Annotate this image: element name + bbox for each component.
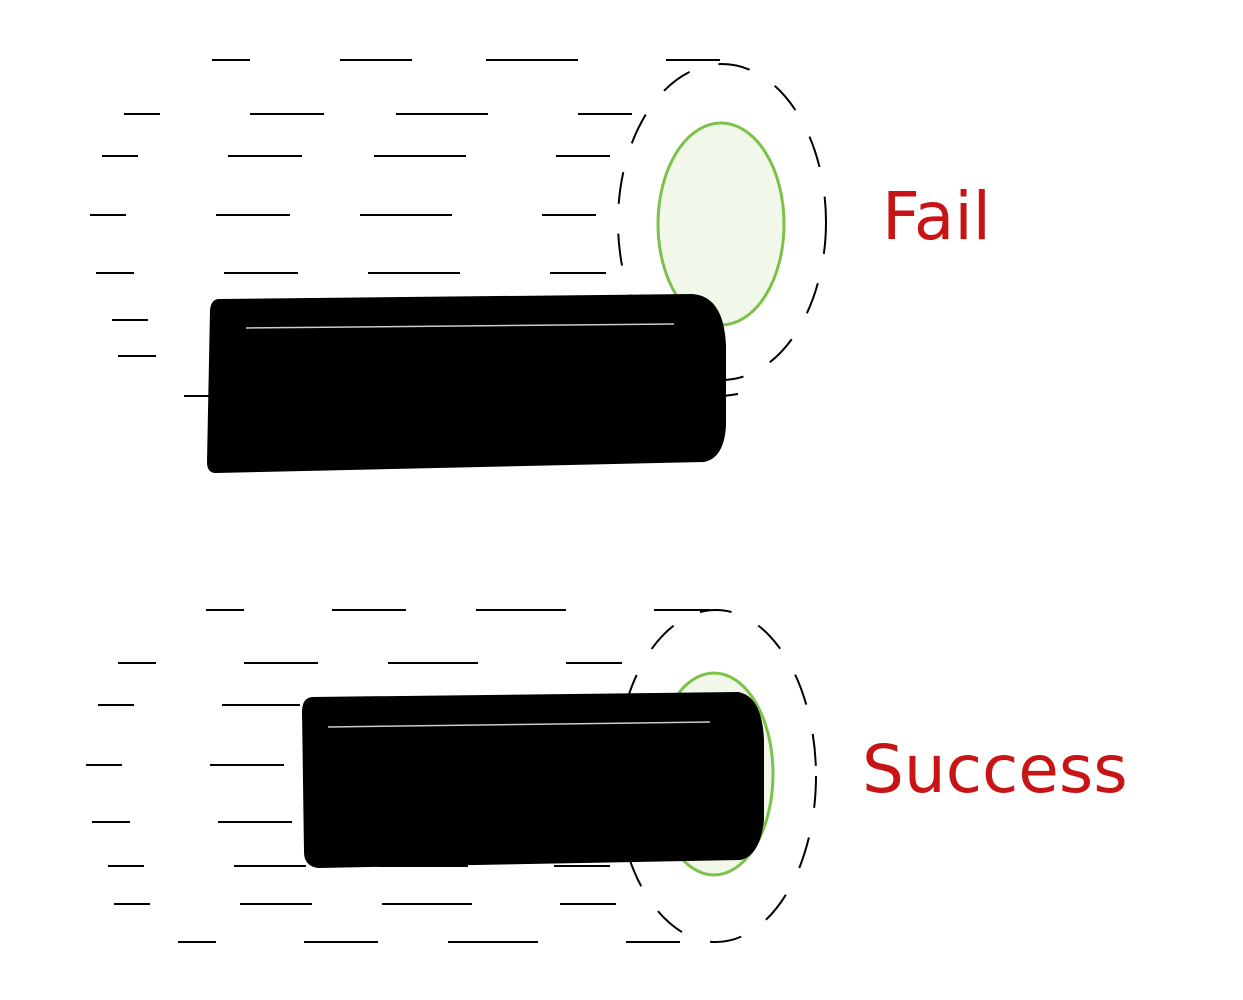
fail-block-highlight (245, 323, 675, 329)
success-flow-lines (86, 609, 710, 943)
fail-label: Fail (882, 178, 992, 255)
fail-flow-lines (90, 59, 739, 397)
success-panel (86, 609, 817, 943)
success-dashed-boundary (615, 609, 817, 943)
success-black-block (302, 692, 764, 868)
fail-panel (90, 59, 827, 473)
success-label: Success (862, 731, 1128, 808)
fail-black-block (207, 294, 726, 473)
success-block-highlight (327, 721, 711, 728)
